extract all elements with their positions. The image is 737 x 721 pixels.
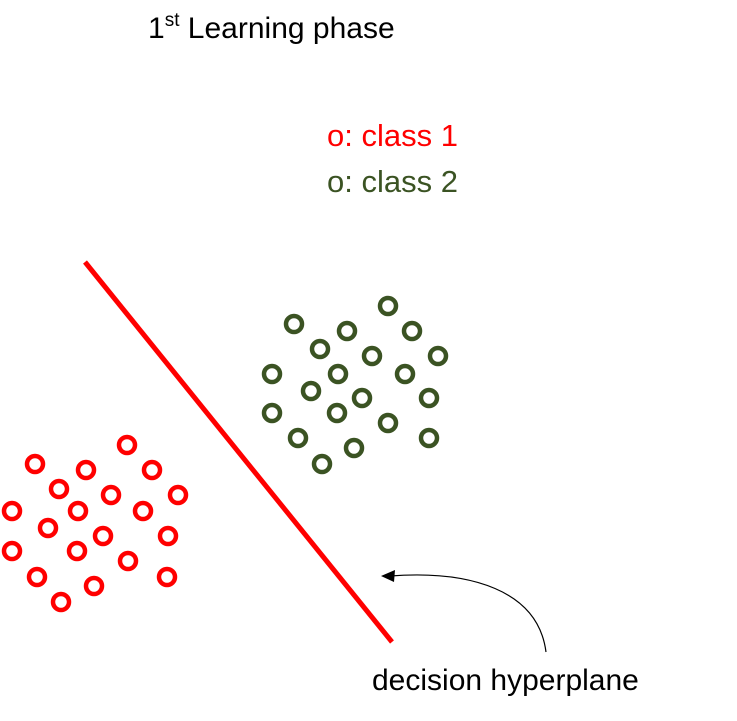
class-1-point	[50, 591, 72, 613]
title-rest: Learning phase	[179, 12, 395, 45]
class-2-point	[287, 427, 309, 449]
class-1-point	[1, 500, 23, 522]
class-2-point	[261, 402, 283, 424]
class-2-point	[343, 437, 365, 459]
class-2-point	[261, 363, 283, 385]
class-2-point	[377, 412, 399, 434]
class-2-point	[351, 387, 373, 409]
class-2-point	[336, 320, 358, 342]
class-2-point	[418, 387, 440, 409]
class-2-point	[361, 345, 383, 367]
class-2-point	[326, 402, 348, 424]
class-1-point	[156, 566, 178, 588]
class-1-point	[24, 453, 46, 475]
legend-class-2: o: class 2	[327, 164, 458, 199]
class-2-point	[377, 295, 399, 317]
class-2-point	[300, 380, 322, 402]
class-1-point	[167, 484, 189, 506]
annotation-arrow-head	[381, 570, 395, 582]
class-1-point	[66, 540, 88, 562]
decision-hyperplane-line	[83, 260, 394, 644]
class-2-point	[311, 453, 333, 475]
class-1-point	[37, 517, 59, 539]
class-1-point	[100, 484, 122, 506]
class-1-point	[132, 500, 154, 522]
class-1-point	[83, 575, 105, 597]
class-2-point	[283, 313, 305, 335]
class-2-point	[427, 345, 449, 367]
hyperplane-label: decision hyperplane	[372, 664, 639, 697]
class-1-point	[92, 525, 114, 547]
class-2-point	[327, 363, 349, 385]
diagram-title: 1st Learning phase	[148, 10, 395, 46]
class-1-point	[157, 525, 179, 547]
class-1-point	[75, 459, 97, 481]
class-1-point	[117, 550, 139, 572]
class-1-point	[1, 540, 23, 562]
class-1-points	[1, 434, 189, 613]
annotation-arrow-curve	[389, 574, 547, 653]
class-2-point	[418, 427, 440, 449]
class-1-point	[48, 478, 70, 500]
class-2-point	[394, 363, 416, 385]
class-1-point	[67, 500, 89, 522]
class-2-points	[261, 295, 449, 475]
class-1-point	[116, 434, 138, 456]
legend-class-1: o: class 1	[327, 118, 458, 153]
class-2-point	[309, 338, 331, 360]
class-2-point	[401, 320, 423, 342]
title-main: 1	[148, 12, 165, 45]
class-1-point	[141, 459, 163, 481]
class-1-point	[26, 566, 48, 588]
title-superscript: st	[164, 10, 180, 31]
